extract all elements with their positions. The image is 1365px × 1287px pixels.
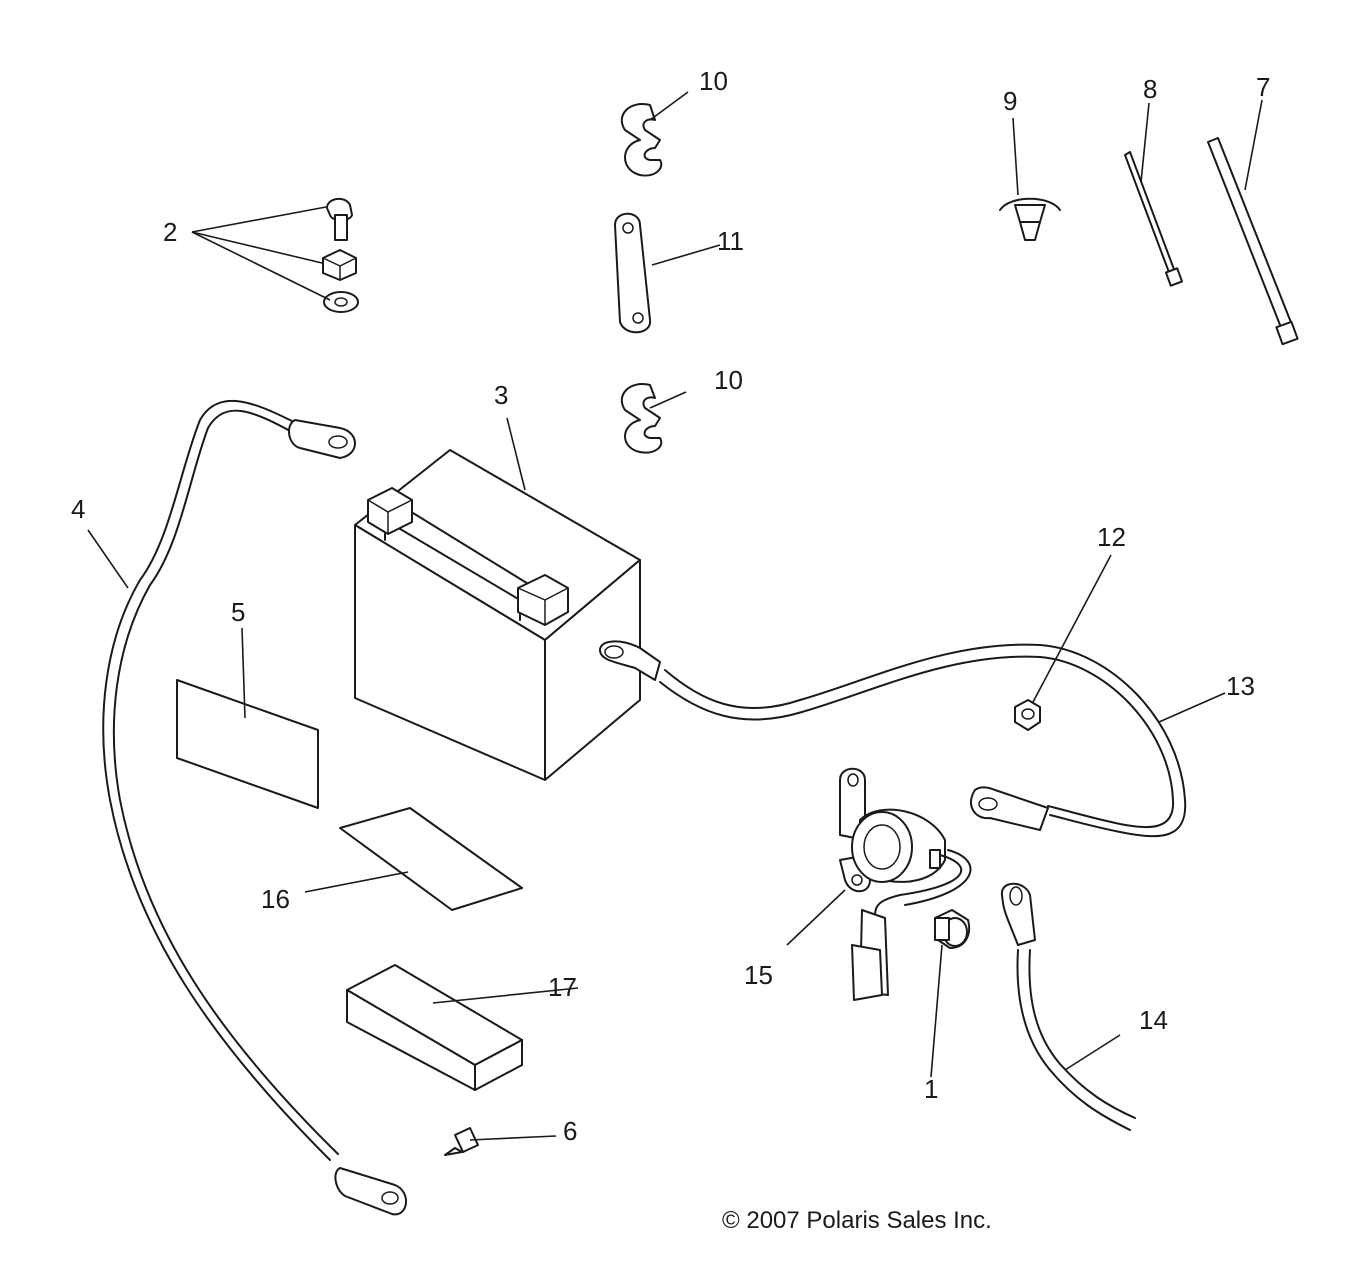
callout-2: 2 [163,217,177,247]
nut [1014,699,1041,731]
callout-4: 4 [71,494,85,524]
foam-pad [346,964,523,1091]
positive-cable [599,640,1187,838]
leader-lines [87,91,1263,1141]
callout-17: 17 [548,972,577,1002]
callout-9: 9 [1003,86,1017,116]
callout-15: 15 [744,960,773,990]
callout-3: 3 [494,380,508,410]
starter-solenoid [839,767,972,1001]
copyright-notice: © 2007 Polaris Sales Inc. [722,1207,992,1234]
callout-10-bottom: 10 [714,365,743,395]
bolt [934,909,970,949]
cable-tie-long [1207,137,1299,346]
label-decal-16 [339,807,523,911]
callout-1: 1 [924,1074,938,1104]
callout-5: 5 [231,597,245,627]
callout-14: 14 [1139,1005,1168,1035]
callout-12: 12 [1097,522,1126,552]
hook-clip-top [620,103,663,177]
hook-clip-bottom [620,383,663,454]
screw [444,1127,479,1156]
push-rivet [999,197,1061,241]
callout-7: 7 [1256,72,1270,102]
callout-13: 13 [1226,671,1255,701]
battery [354,449,641,781]
negative-cable [102,399,407,1216]
support-link [614,212,652,334]
battery-hardware [322,197,359,313]
callout-labels: 1 2 3 4 5 6 7 8 9 10 10 11 12 13 14 15 1… [71,66,1270,1146]
callout-6: 6 [563,1116,577,1146]
callout-11: 11 [717,226,744,256]
callout-8: 8 [1143,74,1157,104]
label-decal-5 [176,679,319,809]
cable-tie-short [1124,151,1184,287]
ground-cable [1000,882,1136,1131]
callout-16: 16 [261,884,290,914]
callout-10-top: 10 [699,66,728,96]
